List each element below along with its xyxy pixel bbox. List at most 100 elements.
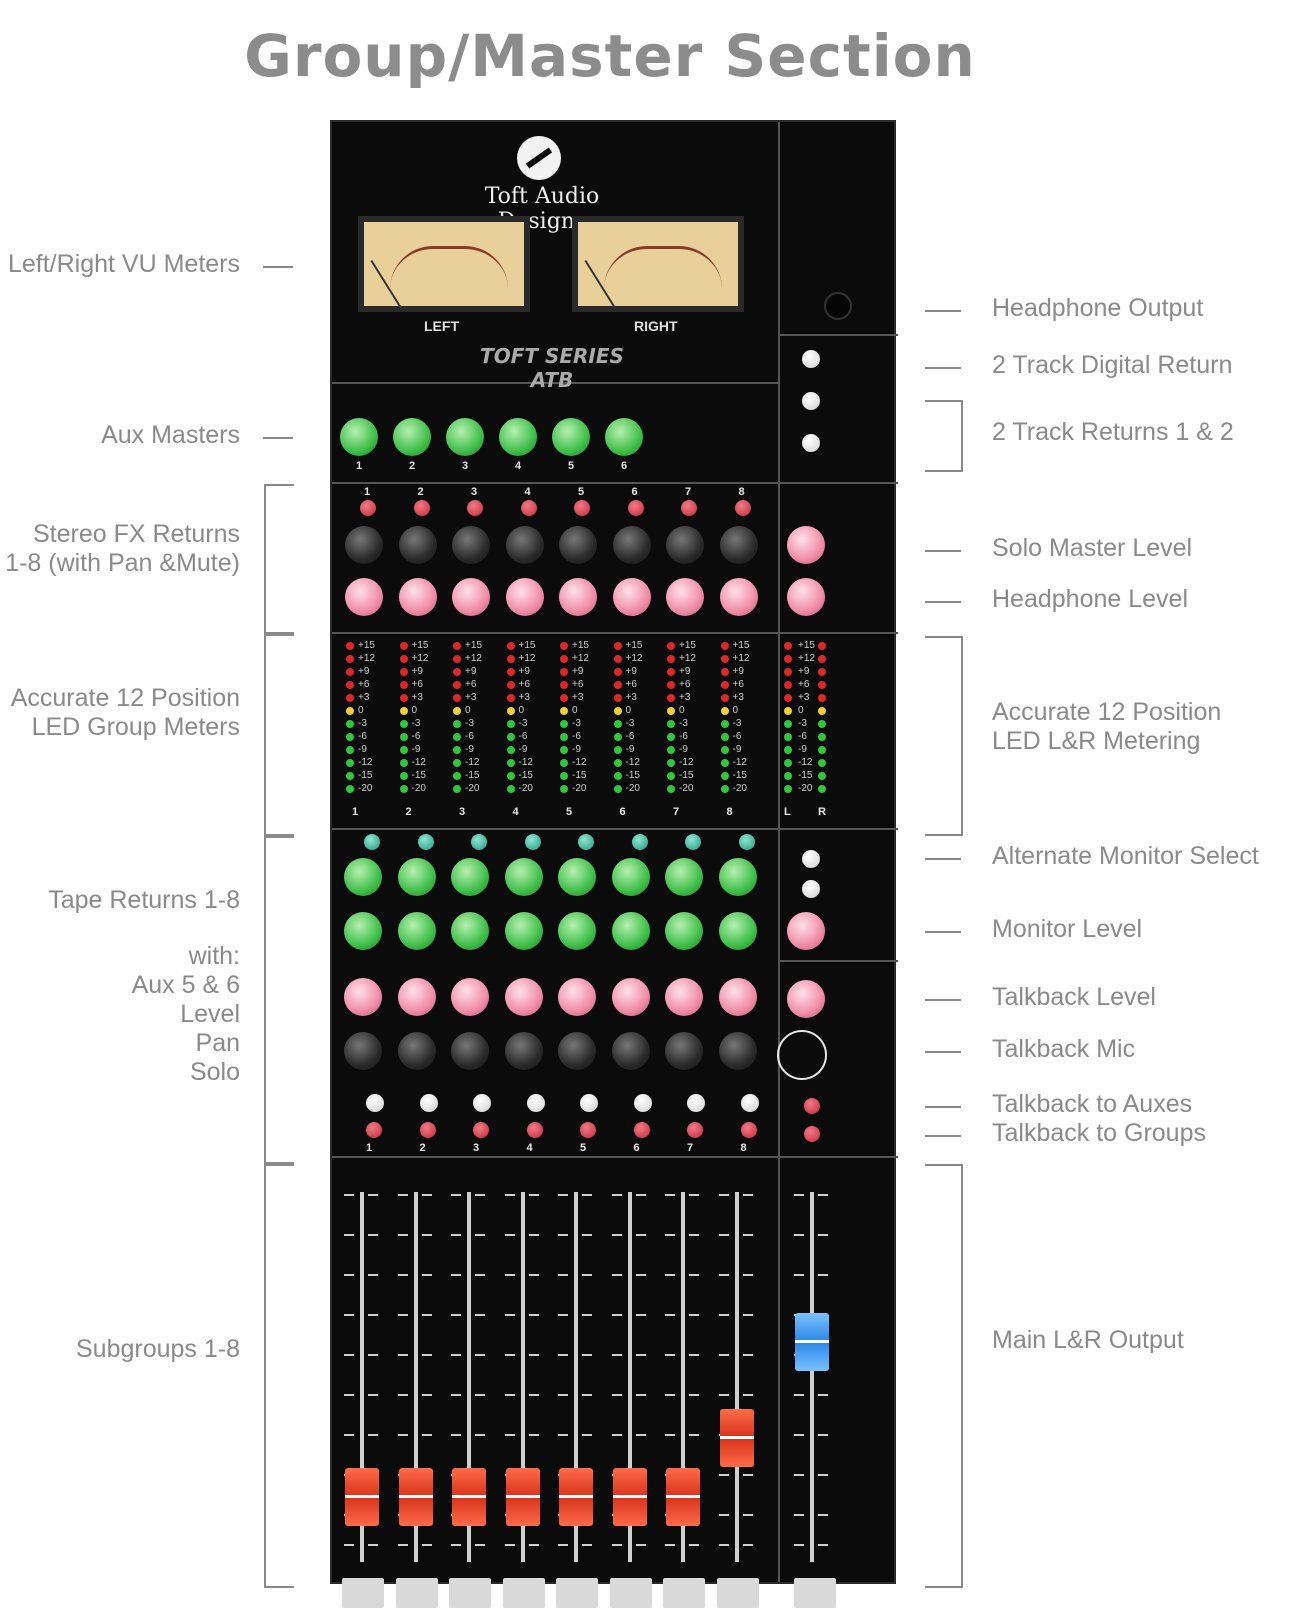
aux5-knob[interactable] — [397, 858, 436, 896]
talk-to-groups-button[interactable] — [804, 1126, 820, 1142]
digital-return-button[interactable] — [802, 350, 820, 368]
talk-to-auxes-button[interactable] — [804, 1098, 820, 1114]
subgroup-assign-button[interactable] — [556, 1578, 598, 1608]
mon-level-knob[interactable] — [344, 978, 382, 1016]
main-assign-button[interactable] — [794, 1578, 836, 1608]
subgroup-fader[interactable] — [345, 1468, 379, 1526]
fx-pan-knob[interactable] — [612, 526, 651, 564]
aux6-knob[interactable] — [397, 912, 436, 950]
tape-button[interactable] — [419, 1122, 436, 1138]
solo-button[interactable] — [633, 1094, 652, 1112]
pre-button[interactable] — [524, 834, 541, 850]
fx-mute-button[interactable] — [734, 500, 751, 516]
subgroup-assign-button[interactable] — [449, 1578, 491, 1608]
solo-master-knob[interactable] — [787, 526, 825, 564]
alt-monitor-button[interactable] — [802, 850, 820, 868]
fx-pan-knob[interactable] — [345, 526, 383, 564]
subgroup-assign-button[interactable] — [342, 1578, 384, 1608]
headphone-jack-icon[interactable] — [824, 292, 852, 320]
fx-mute-button[interactable] — [627, 500, 644, 516]
aux5-knob[interactable] — [344, 858, 382, 896]
mon-level-knob[interactable] — [451, 978, 489, 1016]
subgroup-fader[interactable] — [612, 1468, 647, 1526]
fx-level-knob[interactable] — [559, 578, 597, 616]
mon-level-knob[interactable] — [558, 978, 596, 1016]
fx-pan-knob[interactable] — [559, 526, 597, 564]
subgroup-assign-button[interactable] — [609, 1578, 652, 1608]
mon-pan-knob[interactable] — [504, 1032, 543, 1070]
fx-mute-button[interactable] — [413, 500, 430, 516]
pre-button[interactable] — [578, 834, 594, 850]
mon-level-knob[interactable] — [397, 978, 436, 1016]
subgroup-assign-button[interactable] — [395, 1578, 438, 1608]
subgroup-fader[interactable] — [452, 1468, 486, 1526]
phones-level-knob[interactable] — [787, 578, 825, 616]
aux5-knob[interactable] — [665, 858, 703, 896]
solo-button[interactable] — [580, 1094, 598, 1112]
aux5-knob[interactable] — [611, 858, 650, 896]
mon-level-knob[interactable] — [611, 978, 650, 1016]
fx-mute-button[interactable] — [520, 500, 537, 516]
pre-button[interactable] — [471, 834, 487, 850]
fx-pan-knob[interactable] — [398, 526, 437, 564]
track-return-1-button[interactable] — [802, 392, 820, 410]
fx-level-knob[interactable] — [612, 578, 651, 616]
aux6-knob[interactable] — [611, 912, 650, 950]
pre-button[interactable] — [685, 834, 701, 850]
aux-master-knob[interactable] — [552, 418, 590, 456]
subgroup-assign-button[interactable] — [663, 1578, 705, 1608]
tape-button[interactable] — [580, 1122, 596, 1138]
solo-button[interactable] — [526, 1094, 545, 1112]
aux6-knob[interactable] — [558, 912, 596, 950]
aux6-knob[interactable] — [665, 912, 703, 950]
aux5-knob[interactable] — [718, 858, 757, 896]
aux-master-knob[interactable] — [499, 418, 537, 456]
mono-button[interactable] — [802, 880, 820, 898]
fx-mute-button[interactable] — [360, 500, 376, 516]
fx-level-knob[interactable] — [666, 578, 704, 616]
aux-master-knob[interactable] — [340, 418, 378, 456]
aux6-knob[interactable] — [344, 912, 382, 950]
subgroup-fader[interactable] — [666, 1468, 700, 1526]
solo-button[interactable] — [740, 1094, 759, 1112]
tape-button[interactable] — [687, 1122, 703, 1138]
track-return-2-button[interactable] — [802, 434, 820, 452]
aux6-knob[interactable] — [504, 912, 543, 950]
main-lr-fader[interactable] — [795, 1313, 829, 1371]
aux-master-knob[interactable] — [605, 418, 643, 456]
subgroup-fader[interactable] — [505, 1468, 540, 1526]
tape-button[interactable] — [633, 1122, 650, 1138]
aux5-knob[interactable] — [558, 858, 596, 896]
solo-button[interactable] — [473, 1094, 491, 1112]
mon-pan-knob[interactable] — [718, 1032, 757, 1070]
pre-button[interactable] — [364, 834, 380, 850]
fx-mute-button[interactable] — [574, 500, 590, 516]
fx-pan-knob[interactable] — [505, 526, 544, 564]
aux5-knob[interactable] — [504, 858, 543, 896]
fx-level-knob[interactable] — [719, 578, 758, 616]
mon-level-knob[interactable] — [665, 978, 703, 1016]
fx-mute-button[interactable] — [681, 500, 697, 516]
monitor-level-knob[interactable] — [787, 912, 825, 950]
subgroup-assign-button[interactable] — [716, 1578, 759, 1608]
fx-mute-button[interactable] — [467, 500, 483, 516]
pre-button[interactable] — [738, 834, 755, 850]
fx-level-knob[interactable] — [452, 578, 490, 616]
solo-button[interactable] — [687, 1094, 705, 1112]
fx-level-knob[interactable] — [398, 578, 437, 616]
pre-button[interactable] — [417, 834, 434, 850]
subgroup-fader[interactable] — [559, 1468, 593, 1526]
subgroup-assign-button[interactable] — [502, 1578, 545, 1608]
fx-pan-knob[interactable] — [452, 526, 490, 564]
pre-button[interactable] — [631, 834, 648, 850]
solo-button[interactable] — [366, 1094, 384, 1112]
fx-level-knob[interactable] — [505, 578, 544, 616]
subgroup-fader[interactable] — [719, 1409, 754, 1467]
subgroup-fader[interactable] — [398, 1468, 433, 1526]
mon-pan-knob[interactable] — [397, 1032, 436, 1070]
mon-level-knob[interactable] — [504, 978, 543, 1016]
mon-pan-knob[interactable] — [451, 1032, 489, 1070]
fx-level-knob[interactable] — [345, 578, 383, 616]
fx-pan-knob[interactable] — [666, 526, 704, 564]
aux6-knob[interactable] — [451, 912, 489, 950]
